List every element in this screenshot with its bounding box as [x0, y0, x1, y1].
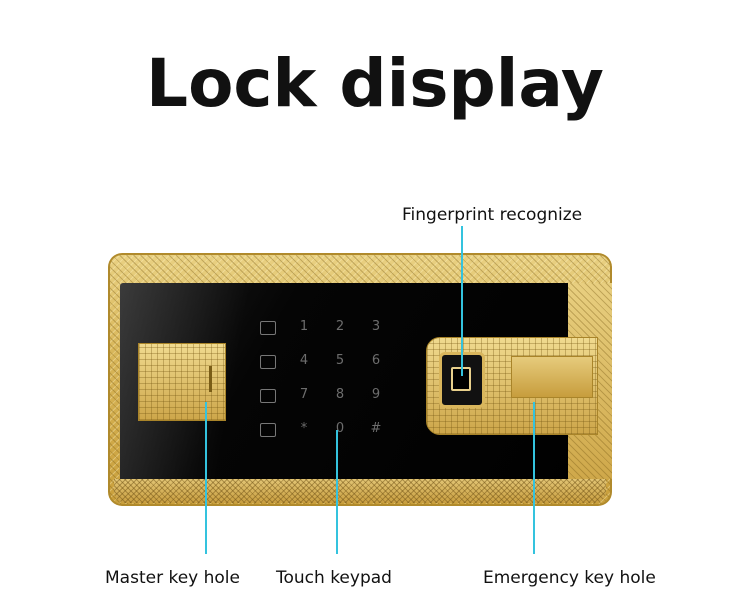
key-8[interactable]: 8	[335, 387, 345, 402]
master-key-hole[interactable]	[138, 343, 226, 421]
key-star[interactable]: *	[300, 421, 308, 436]
key-6[interactable]: 6	[371, 353, 381, 368]
key-slot-icon	[209, 366, 212, 392]
unlock-icon[interactable]	[260, 321, 276, 335]
page-title: Lock display	[146, 45, 604, 122]
fingerprint-callout-line	[461, 226, 463, 376]
emergency-key-label: Emergency key hole	[483, 568, 656, 588]
key-3[interactable]: 3	[371, 319, 381, 334]
key-5[interactable]: 5	[335, 353, 345, 368]
emergency-key-callout-line	[533, 402, 535, 554]
bottom-trim	[114, 479, 606, 503]
touch-keypad-label: Touch keypad	[276, 568, 392, 588]
lock-panel: 1 2 3 4 5 6 7 8 9 * 0 #	[108, 253, 612, 506]
battery-icon[interactable]	[260, 423, 276, 437]
key-0[interactable]: 0	[335, 421, 345, 436]
key-2[interactable]: 2	[335, 319, 345, 334]
key-7[interactable]: 7	[299, 387, 309, 402]
lock-icon[interactable]	[260, 355, 276, 369]
emergency-key-hole[interactable]	[511, 356, 593, 398]
key-9[interactable]: 9	[371, 387, 381, 402]
key-hash[interactable]: #	[370, 421, 382, 436]
settings-icon[interactable]	[260, 389, 276, 403]
touch-keypad[interactable]: 1 2 3 4 5 6 7 8 9 * 0 #	[256, 317, 396, 447]
fingerprint-label: Fingerprint recognize	[402, 205, 583, 225]
fingerprint-plate	[426, 337, 598, 435]
keypad-callout-line	[336, 430, 338, 554]
key-4[interactable]: 4	[299, 353, 309, 368]
master-key-label: Master key hole	[105, 568, 240, 588]
key-1[interactable]: 1	[299, 319, 309, 334]
master-key-callout-line	[205, 402, 207, 554]
